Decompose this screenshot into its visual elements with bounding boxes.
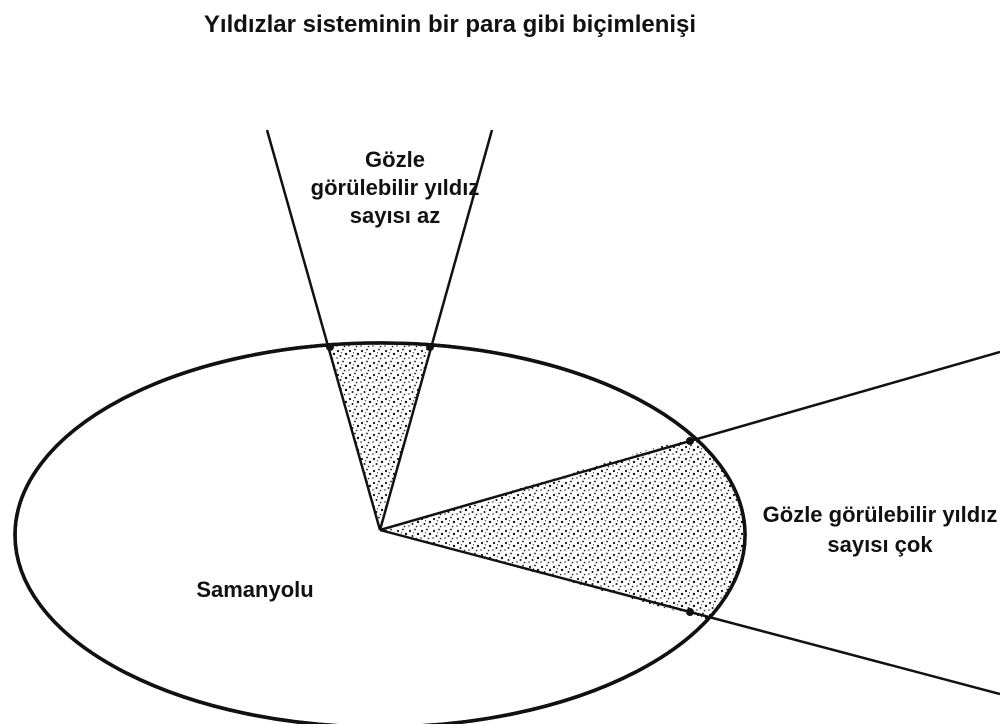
galaxy-outline — [13, 341, 747, 724]
cone-few-right-line — [378, 129, 494, 531]
intersection-dot — [426, 343, 434, 351]
label-many-stars: Gözle görülebilir yıldız sayısı çok — [762, 502, 998, 558]
cone-few-left-line — [265, 129, 382, 531]
intersection-dot — [326, 343, 334, 351]
wedge-many-stars — [380, 345, 745, 700]
intersection-dot — [686, 437, 694, 445]
label-galaxy: Samanyolu — [196, 577, 314, 602]
diagram-title: Yıldızlar sisteminin bir para gibi biçim… — [203, 11, 697, 38]
intersection-dot — [686, 608, 694, 616]
label-few-stars: Gözle görülebilir yıldız sayısı az — [310, 147, 480, 229]
